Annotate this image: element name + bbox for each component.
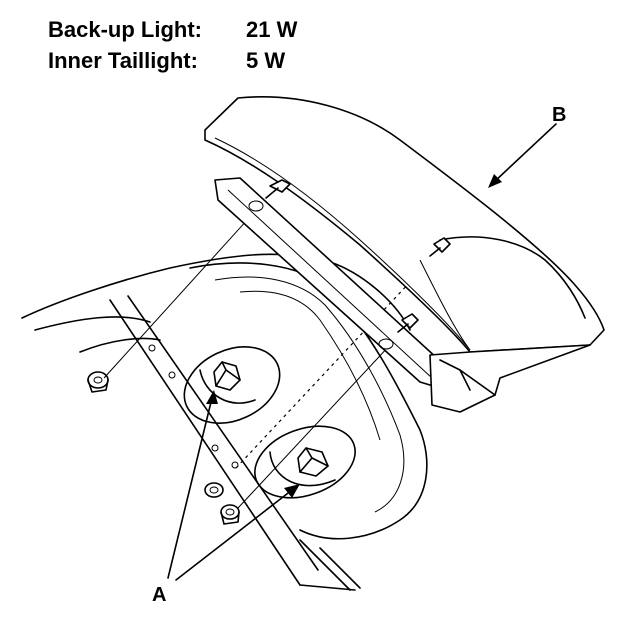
lower-socket-opening xyxy=(254,425,356,499)
stud-right xyxy=(429,237,451,257)
nut-middle-left xyxy=(204,482,224,498)
spec-value: 5 W xyxy=(246,47,286,73)
stud-top xyxy=(265,179,291,199)
callout-b-arrow xyxy=(488,123,557,188)
spec-label: Back-up Light: xyxy=(48,16,202,42)
spec-value: 21 W xyxy=(246,16,298,42)
upper-socket-opening xyxy=(183,346,281,424)
nut-lower-left xyxy=(220,504,240,525)
callout-a-arrows xyxy=(167,390,300,581)
nut-upper-left xyxy=(87,371,109,393)
bulb-specifications: Back-up Light: 21 W Inner Taillight: 5 W xyxy=(48,14,297,76)
callout-a-label: A xyxy=(152,584,167,606)
taillight-assembly xyxy=(204,96,605,413)
spec-row-backup-light: Back-up Light: 21 W xyxy=(48,14,297,45)
callout-b-label: B xyxy=(552,104,567,126)
spec-row-inner-taillight: Inner Taillight: 5 W xyxy=(48,45,297,76)
mounting-nuts xyxy=(87,371,240,525)
spec-label: Inner Taillight: xyxy=(48,47,198,73)
alignment-lines xyxy=(103,207,441,509)
stud-lower xyxy=(397,313,419,333)
body-panel xyxy=(21,253,428,591)
